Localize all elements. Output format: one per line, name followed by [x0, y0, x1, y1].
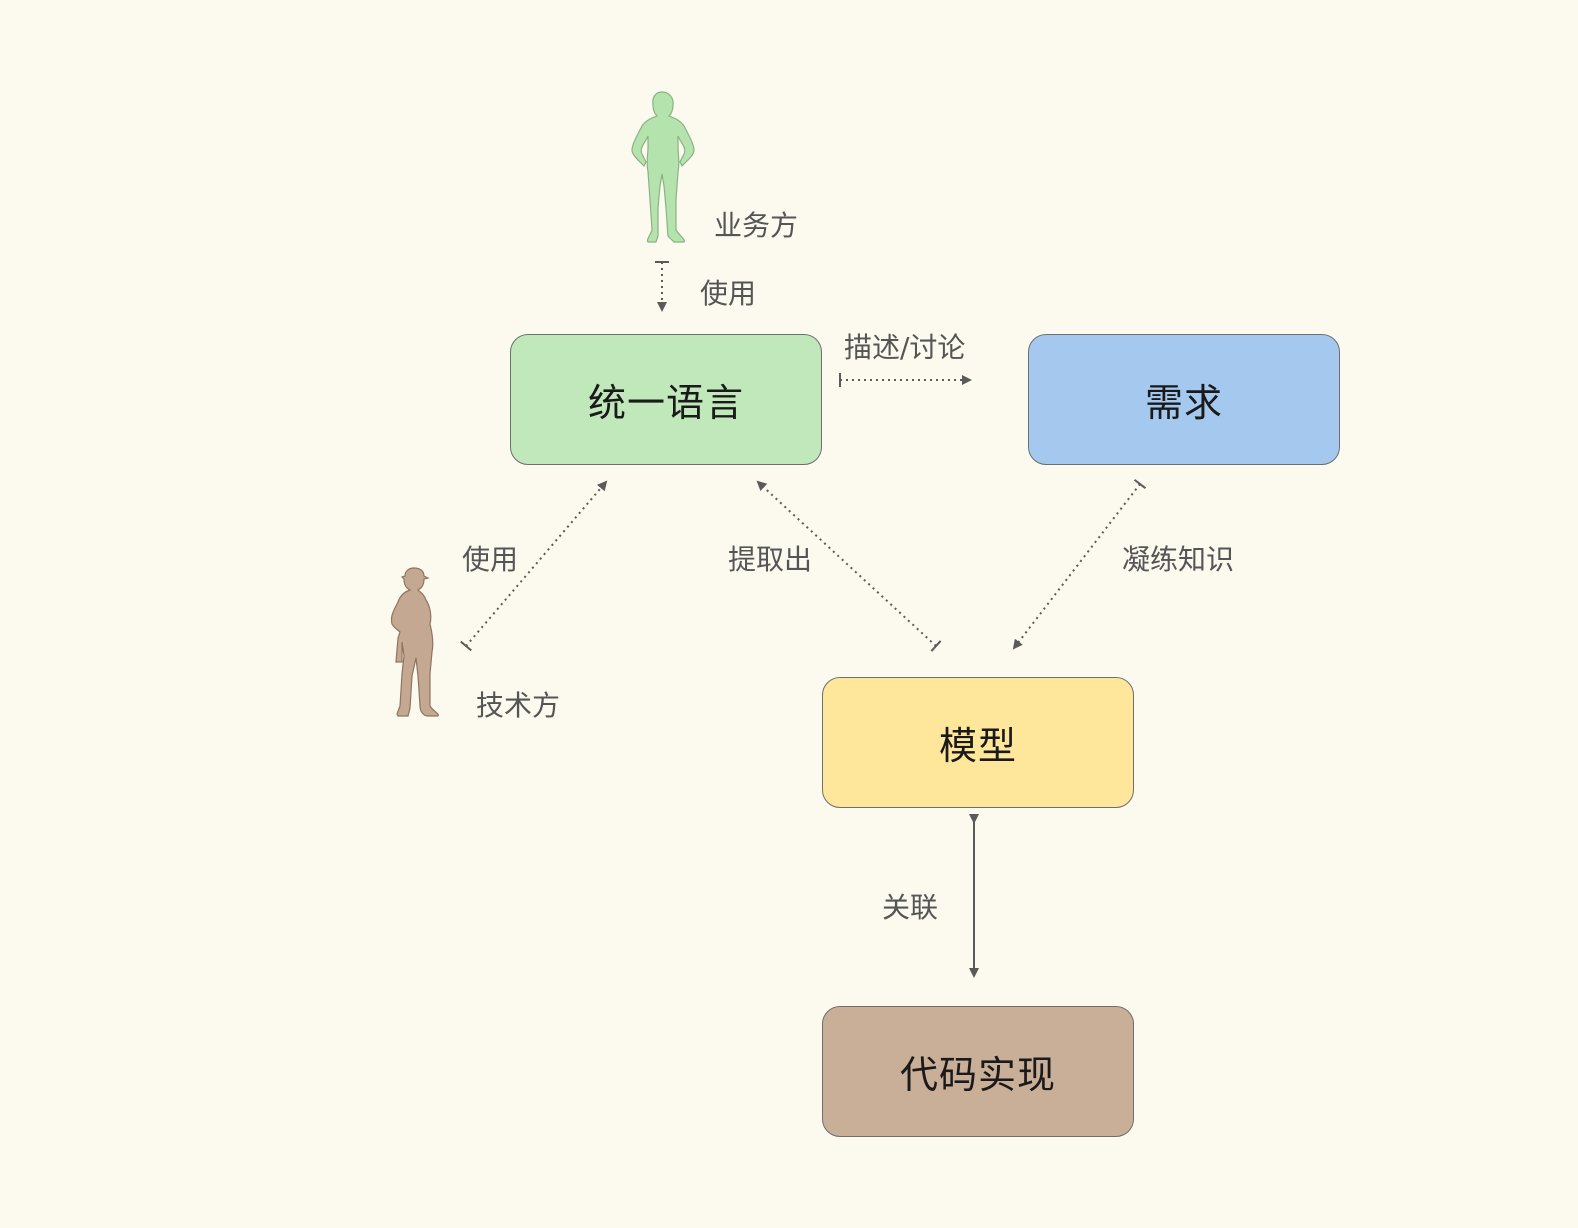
associate-label: 关联 — [882, 891, 939, 924]
unified-language-node: 统一语言 — [510, 334, 822, 465]
code-node: 代码实现 — [822, 1006, 1134, 1137]
technical-uses-label: 使用 — [462, 543, 519, 576]
extract-arrow — [756, 480, 942, 652]
extract-label: 提取出 — [728, 543, 813, 576]
business-person-icon — [631, 91, 695, 243]
requirement-label: 需求 — [1144, 381, 1223, 425]
technical-person-icon — [390, 567, 439, 717]
business-uses-label: 使用 — [700, 277, 757, 310]
technical-actor-label: 技术方 — [476, 689, 561, 722]
refine-knowledge-arrow — [1012, 478, 1147, 650]
model-label: 模型 — [938, 724, 1017, 768]
requirement-node: 需求 — [1028, 334, 1340, 465]
describe-discuss-label: 描述/讨论 — [844, 331, 966, 364]
unified-language-label: 统一语言 — [587, 381, 744, 425]
business-actor-label: 业务方 — [714, 209, 799, 242]
refine-knowledge-label: 凝练知识 — [1122, 543, 1235, 576]
model-node: 模型 — [822, 677, 1134, 808]
code-label: 代码实现 — [899, 1053, 1056, 1097]
